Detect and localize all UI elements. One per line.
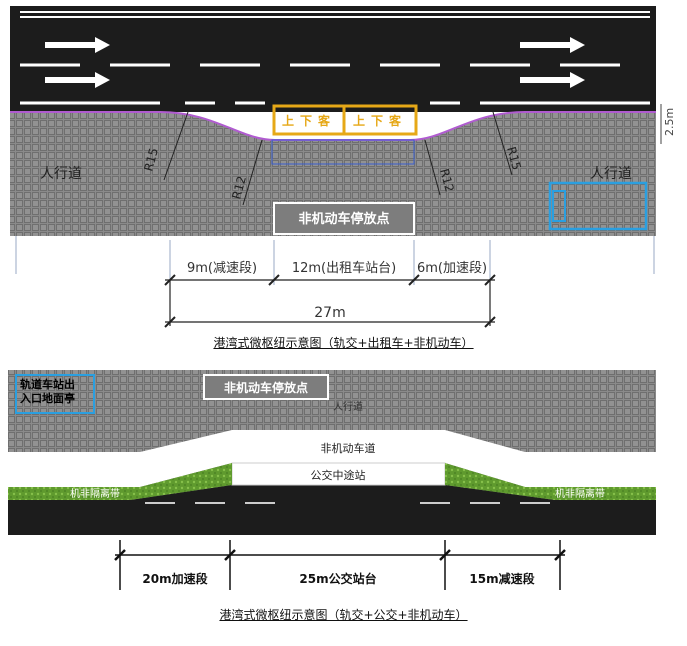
fig2-metro-entrance-outline bbox=[15, 374, 95, 414]
fig1-bay-outline bbox=[271, 139, 415, 165]
figure2-caption: 港湾式微枢纽示意图（轨交+公交+非机动车） bbox=[219, 608, 468, 622]
fig2-dim-segment-2: 25m公交站台 bbox=[299, 571, 376, 586]
fig2-bike-parking-area bbox=[203, 374, 329, 400]
radius-leaders bbox=[163, 111, 513, 206]
radius-label-left-inner: R12 bbox=[229, 174, 249, 200]
fig2-dim-segment-3: 15m减速段 bbox=[469, 571, 535, 586]
fig2-right-separator-label: 机非隔离带 bbox=[555, 487, 605, 500]
fig1-dim-segment-2: 12m(出租车站台) bbox=[292, 260, 396, 276]
fig2-dimension-lines bbox=[115, 540, 565, 590]
fig2-right-separator bbox=[445, 463, 656, 500]
fig1-lane-dashes bbox=[20, 63, 650, 105]
width-dim-label: 2.5m bbox=[663, 108, 676, 136]
radius-label-right-inner: R12 bbox=[437, 167, 457, 193]
fig1-sidewalk bbox=[10, 112, 656, 236]
taxi-marking-text-2: 上下客 bbox=[353, 113, 407, 128]
fig2-bike-lane bbox=[8, 430, 656, 487]
fig2-metro-entrance-label: 轨道车站出 入口地面亭 bbox=[20, 377, 79, 405]
figure1-caption: 港湾式微枢纽示意图（轨交+出租车+非机动车） bbox=[213, 336, 474, 350]
fig2-road bbox=[8, 485, 656, 535]
radius-label-right-outer: R15 bbox=[504, 145, 524, 171]
fig1-dimension-lines bbox=[165, 279, 495, 326]
figure2: 人行道 非机动车道 公交中途站 机非隔离带 机非隔离带 轨道车站出 入口地面亭 … bbox=[8, 370, 656, 590]
taxi-stop-marking bbox=[342, 104, 418, 136]
fig2-sidewalk-label: 人行道 bbox=[333, 400, 363, 413]
fig1-dim-segment-1: 9m(减速段) bbox=[187, 261, 257, 276]
fig1-dim-segment-3: 6m(加速段) bbox=[417, 261, 487, 276]
fig2-left-separator-label: 机非隔离带 bbox=[70, 487, 120, 500]
bike-parking-area bbox=[273, 202, 415, 235]
metro-entrance-outline bbox=[548, 181, 648, 231]
figure1: 上下客 上下客 人行道 人行道 R15 R12 R12 R15 非机动车停放点 … bbox=[10, 6, 676, 328]
fig1-left-sidewalk-label: 人行道 bbox=[40, 166, 82, 182]
fig1-road bbox=[10, 6, 656, 112]
fig2-bus-platform-label: 公交中途站 bbox=[311, 468, 366, 482]
fig1-guides bbox=[15, 236, 655, 285]
fig1-tick-marks bbox=[164, 274, 496, 328]
fig2-bike-parking-label: 非机动车停放点 bbox=[224, 380, 308, 395]
fig2-left-separator bbox=[8, 463, 232, 500]
bike-parking-label: 非机动车停放点 bbox=[298, 211, 389, 227]
taxi-marking-text-1: 上下客 bbox=[282, 113, 336, 128]
metro-entrance-inner bbox=[552, 190, 566, 222]
fig2-bike-lane-label: 非机动车道 bbox=[321, 441, 376, 455]
fig1-right-sidewalk-label: 人行道 bbox=[590, 166, 632, 182]
fig2-dim-segment-1: 20m加速段 bbox=[142, 571, 208, 586]
radius-label-left-outer: R15 bbox=[141, 146, 161, 172]
fig1-dim-total: 27m bbox=[314, 305, 345, 321]
direction-arrow-icon bbox=[45, 37, 585, 88]
fig2-tick-marks bbox=[114, 549, 566, 561]
